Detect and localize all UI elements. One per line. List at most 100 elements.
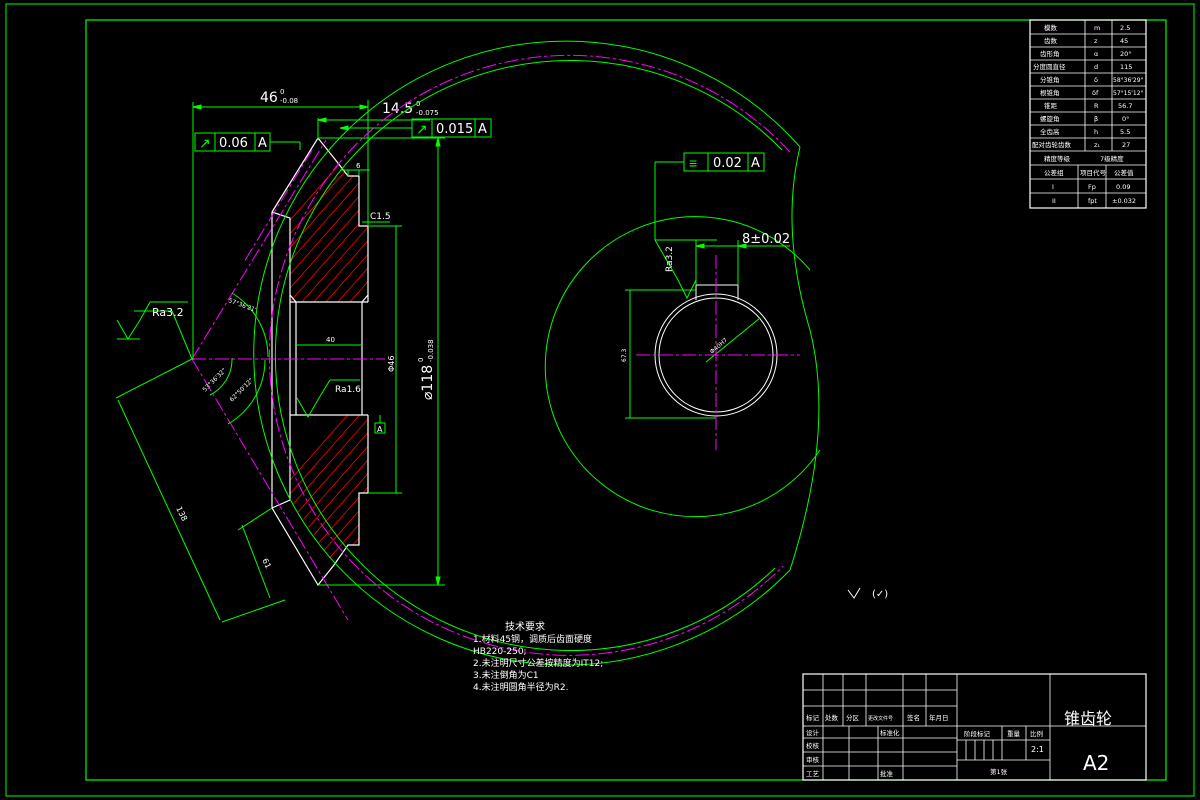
param-value: 58°36'29" [1113, 77, 1144, 84]
tb-standardize: 标准化 [880, 728, 900, 737]
tb-header: 分区 [846, 713, 860, 722]
dim-14-5-label: 14.5 [382, 101, 413, 117]
group-cell: Fp [1088, 183, 1096, 191]
param-value: 5.5 [1120, 128, 1130, 136]
ra-3-2-key: Ra3.2 [665, 246, 675, 272]
section-view: 46 0 -0.08 14.5 0 -0.075 ↗ 0.06 A ↗ 0.01… [115, 88, 492, 623]
param-name: 锥距 [1044, 101, 1058, 110]
inner-border [85, 19, 1167, 781]
accuracy-value: 7级精度 [1100, 154, 1124, 163]
tb-design: 设计 [806, 728, 820, 737]
angle-2: 53°36'32" [201, 367, 228, 394]
datum-a-label: A [377, 425, 383, 434]
param-name: 分度圆直径 [1033, 62, 1066, 71]
param-symbol: δf [1092, 89, 1099, 97]
dim-61: 61 [260, 557, 273, 570]
param-value: 56.7 [1118, 102, 1132, 110]
outer-border [5, 3, 1195, 797]
dim-46-label: 46 [260, 90, 278, 106]
tb-header: 处数 [825, 713, 839, 722]
key-depth-dim: 67.3 [621, 348, 628, 362]
roughness-check-icon: (✓) [872, 589, 888, 600]
angle-1: 57°36'21" [227, 297, 258, 314]
group-cell: ±0.032 [1112, 197, 1136, 205]
group-header: 公差组 [1044, 168, 1064, 177]
key-width-dim: 8±0.02 [742, 232, 790, 247]
param-name: 全齿高 [1040, 127, 1060, 136]
dim-46-tol: -0.08 [280, 97, 298, 105]
ra-1-6: Ra1.6 [335, 385, 361, 395]
group-cell: II [1052, 197, 1056, 205]
tech-req-line: 1.材料45钢，调质后齿面硬度 [473, 633, 592, 645]
tech-req-line: 2.未注明尺寸公差按精度为IT12; [473, 657, 603, 669]
param-value: 0° [1122, 115, 1129, 123]
tb-approve: 批准 [880, 769, 894, 778]
runout-2-datum: A [478, 122, 487, 137]
ra-3-2-left: Ra3.2 [152, 306, 184, 319]
param-symbol: α [1094, 50, 1098, 58]
param-symbol: z [1094, 37, 1098, 45]
title-block: 标记 处数 分区 更改文件号 签名 年月日 设计 标准化 校核 审核 工艺 批准… [802, 673, 1147, 781]
param-name: 螺旋角 [1040, 114, 1060, 123]
dim-118-label: ⌀118 [420, 365, 436, 400]
tb-review: 审核 [806, 755, 820, 764]
param-value: 45 [1120, 37, 1128, 45]
param-value: 2.5 [1120, 24, 1130, 32]
hatch-upper [290, 158, 368, 302]
symmetry-datum: A [751, 156, 760, 171]
dim-phi46: Φ46 [387, 356, 396, 372]
chamfer-c1-5: C1.5 [370, 212, 391, 222]
runout-1-datum: A [258, 136, 267, 151]
param-symbol: R [1094, 102, 1099, 110]
symmetry-value: 0.02 [713, 156, 742, 171]
param-value: 27 [1122, 141, 1130, 149]
tech-req-line: HB220-250; [473, 647, 527, 657]
tb-header: 年月日 [929, 713, 949, 722]
group-header: 项目代号 [1080, 168, 1107, 177]
param-value: 115 [1120, 63, 1132, 71]
accuracy-label: 精度等级 [1044, 154, 1071, 163]
dimension-lines [115, 100, 492, 623]
param-name: 分锥角 [1040, 75, 1060, 84]
tb-scale-label: 比例 [1030, 729, 1043, 738]
param-symbol: δ [1094, 76, 1098, 84]
hatch-lower [290, 415, 368, 565]
param-symbol: z₁ [1094, 141, 1100, 149]
technical-requirements: 技术要求 1.材料45钢，调质后齿面硬度 HB220-250; 2.未注明尺寸公… [473, 620, 603, 693]
tb-scale-value: 2:1 [1031, 745, 1044, 754]
param-name: 配对齿轮齿数 [1032, 140, 1072, 149]
dim-46-tol-upper: 0 [280, 88, 284, 96]
runout-1-value: 0.06 [219, 136, 248, 151]
group-cell: I [1052, 183, 1054, 191]
group-cell: 0.09 [1116, 183, 1130, 191]
runout-arrow-2-icon: ↗ [416, 121, 428, 137]
dim-14-5-tol: -0.075 [416, 109, 439, 117]
dim-40: 40 [326, 336, 335, 344]
end-view: ≡ 0.02 A 8±0.02 Ra3.2 67.3 Φ40H7 (✓) [253, 40, 888, 666]
tb-check: 校核 [806, 741, 820, 750]
end-view-contour [253, 40, 821, 666]
dim-14-5-tol-upper: 0 [416, 100, 420, 108]
dim-6: 6 [356, 162, 361, 170]
symmetry-icon: ≡ [689, 155, 697, 171]
dim-118-tol-upper: 0 [417, 358, 425, 362]
gear-parameter-table: 模数 m 2.5 齿数 z 45 齿形角 α 20° 分度圆直径 d 115 分… [1029, 19, 1147, 209]
tb-stage-label: 阶段标记 [964, 729, 991, 738]
dim-118-tol: -0.038 [427, 339, 435, 362]
dim-118: ⌀118 0 -0.038 [417, 339, 436, 400]
tb-header: 更改文件号 [868, 715, 893, 722]
runout-2-value: 0.015 [436, 122, 473, 137]
tb-weight-label: 重量 [1007, 730, 1021, 738]
param-symbol: β [1094, 115, 1098, 123]
param-name: 齿形角 [1040, 49, 1060, 58]
tech-req-line: 4.未注明圆角半径为R2. [473, 681, 568, 693]
tech-req-line: 3.未注倒角为C1 [473, 669, 539, 681]
tb-sheet-count: 第1张 [990, 767, 1008, 776]
param-value: 20° [1120, 50, 1132, 58]
param-name: 根锥角 [1040, 88, 1060, 97]
tb-header: 签名 [907, 713, 920, 722]
tb-process: 工艺 [806, 770, 820, 778]
group-header: 公差值 [1114, 168, 1134, 177]
param-value: 57°15'12" [1113, 90, 1144, 97]
